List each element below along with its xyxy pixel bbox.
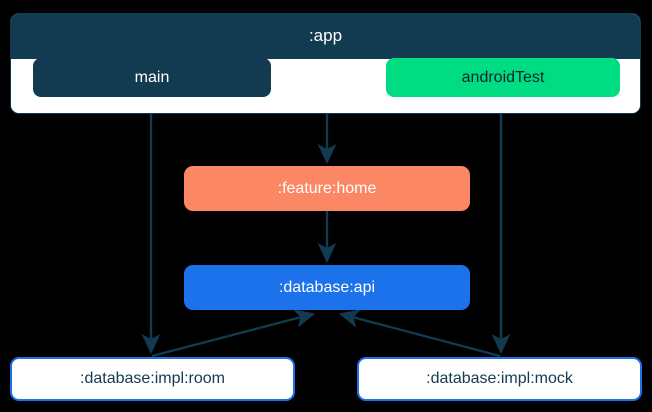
edge-mock-to-database-api <box>338 309 501 358</box>
node-feature-home[interactable]: :feature:home <box>184 166 470 211</box>
node-app-body: main androidTest <box>11 58 640 113</box>
node-android-test[interactable]: androidTest <box>386 58 620 97</box>
node-app-title: :app <box>11 14 640 59</box>
node-database-api[interactable]: :database:api <box>184 265 470 310</box>
node-database-impl-mock[interactable]: :database:impl:mock <box>357 357 642 401</box>
node-app[interactable]: :app main androidTest <box>10 13 641 114</box>
node-main[interactable]: main <box>33 58 271 97</box>
node-database-impl-room[interactable]: :database:impl:room <box>10 357 295 401</box>
edge-room-to-database-api <box>151 309 316 358</box>
